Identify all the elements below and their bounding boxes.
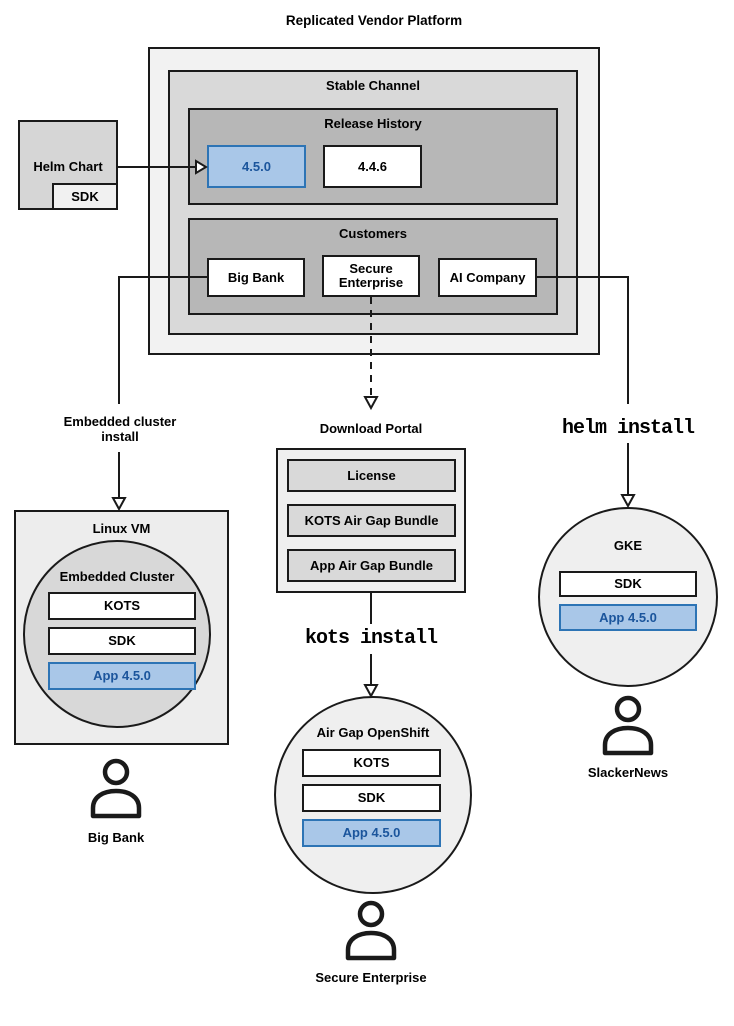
helm-chart-sdk-box: SDK (52, 183, 118, 210)
release-history-title: Release History (324, 116, 422, 131)
arrowhead-download-portal (363, 396, 379, 411)
openshift-kots-box: KOTS (302, 749, 441, 777)
user-icon (602, 695, 654, 756)
arrowhead-gke (620, 494, 636, 509)
diagram-title: Replicated Vendor Platform (285, 13, 463, 28)
customer-ai-company: AI Company (438, 258, 537, 297)
arrowhead-linux-vm (111, 497, 127, 512)
linux-vm-title: Linux VM (92, 521, 151, 536)
embedded-cluster-app-box: App 4.5.0 (48, 662, 196, 690)
download-portal-title: Download Portal (319, 421, 423, 436)
embedded-cluster-install-label: Embedded cluster install (63, 414, 177, 444)
gke-app-box: App 4.5.0 (559, 604, 697, 631)
gke-title: GKE (613, 538, 643, 553)
slackernews-user-label: SlackerNews (587, 765, 669, 780)
openshift-sdk-box: SDK (302, 784, 441, 812)
helm-install-command: helm install (561, 417, 695, 440)
stable-channel-title: Stable Channel (326, 78, 420, 93)
app-airgap-bundle-box: App Air Gap Bundle (287, 549, 456, 582)
embedded-cluster-sdk-box: SDK (48, 627, 196, 655)
openshift-app-box: App 4.5.0 (302, 819, 441, 847)
kots-install-command: kots install (304, 627, 438, 650)
user-icon (345, 900, 397, 961)
release-version-450: 4.5.0 (207, 145, 306, 188)
license-box: License (287, 459, 456, 492)
gke-circle (538, 507, 718, 687)
gke-sdk-box: SDK (559, 571, 697, 597)
customers-title: Customers (339, 226, 407, 241)
kots-airgap-bundle-box: KOTS Air Gap Bundle (287, 504, 456, 537)
embedded-cluster-kots-box: KOTS (48, 592, 196, 620)
arrowhead-openshift (363, 684, 379, 699)
airgap-openshift-title: Air Gap OpenShift (316, 725, 430, 740)
customer-big-bank: Big Bank (207, 258, 305, 297)
embedded-cluster-title: Embedded Cluster (59, 569, 175, 584)
user-icon (90, 758, 142, 819)
big-bank-user-label: Big Bank (87, 830, 145, 845)
helm-chart-label: Helm Chart (33, 159, 103, 174)
release-version-446: 4.4.6 (323, 145, 422, 188)
secure-enterprise-user-label: Secure Enterprise (315, 970, 427, 985)
customer-secure-enterprise: Secure Enterprise (322, 255, 420, 297)
